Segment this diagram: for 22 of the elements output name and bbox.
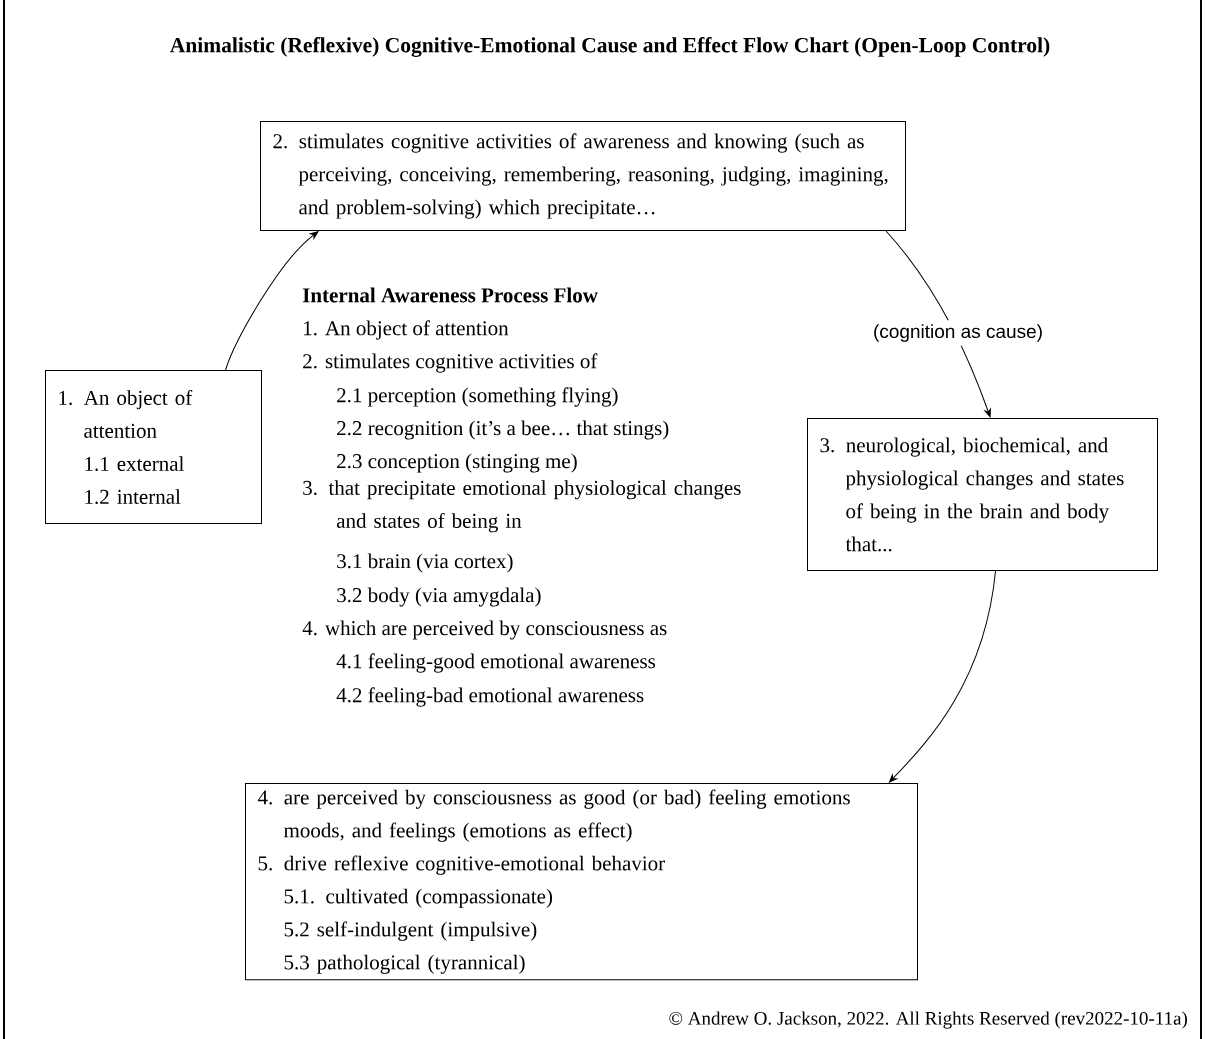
list-item: 4. which are perceived by consciousness as — [302, 620, 667, 640]
copyright-note: © Andrew O. Jackson, 2022. All Rights Reserved (rev2022-10-11a) — [669, 1011, 1187, 1029]
list-item: 2.2 recognition (it’s a bee… that stings) — [337, 420, 669, 440]
list-item: 3.1 brain (via cortex) — [337, 553, 513, 573]
list-item: 2. stimulates cognitive activities of — [303, 353, 598, 373]
text-box: 1. An object of attention 1.1 external 1.2 internal — [45, 370, 262, 524]
list-item: 2.3 conception (stinging me) — [337, 453, 577, 473]
arrow — [225, 231, 319, 371]
list-heading: Internal Awareness Process Flow — [302, 287, 598, 303]
list-item: 2.1 perception (something flying) — [337, 387, 618, 407]
list-item: 4.1 feeling-good emotional awareness — [336, 653, 656, 673]
list-item: 4.2 feeling-bad emotional awareness — [336, 687, 644, 707]
title: Animalistic (Reflexive) Cognitive-Emotional Cause and Effect Flow Chart (Open-Loop Control) — [170, 37, 1050, 57]
text-box: 2. stimulates cognitive activities of awareness and knowing (such as perceiving, conceiving, remembering, reasoning, judging, imagining, and problem-solving) which precipitate… — [260, 121, 906, 231]
text-box: 4. are perceived by consciousness as good (or bad) feeling emotions moods, and feelings (emotions as effect) 5. drive reflexive cognitive-emotional behavior 5.1. cultivated (compassionate) 5.2 self-indulgent (impulsive) 5.3 pathological (tyrannical) — [245, 783, 918, 981]
list-item: 1. An object of attention — [304, 320, 509, 340]
arrow — [885, 230, 991, 418]
list-item: 3.2 body (via amygdala) — [337, 587, 541, 607]
edge-label: (cognition as cause) — [869, 320, 1048, 346]
arrow — [888, 570, 996, 783]
list-item: 3. that precipitate emotional physiological changes and states of being in — [303, 480, 741, 533]
text-box: 3. neurological, biochemical, and physiological changes and states of being in the brain and body that... — [807, 418, 1158, 571]
